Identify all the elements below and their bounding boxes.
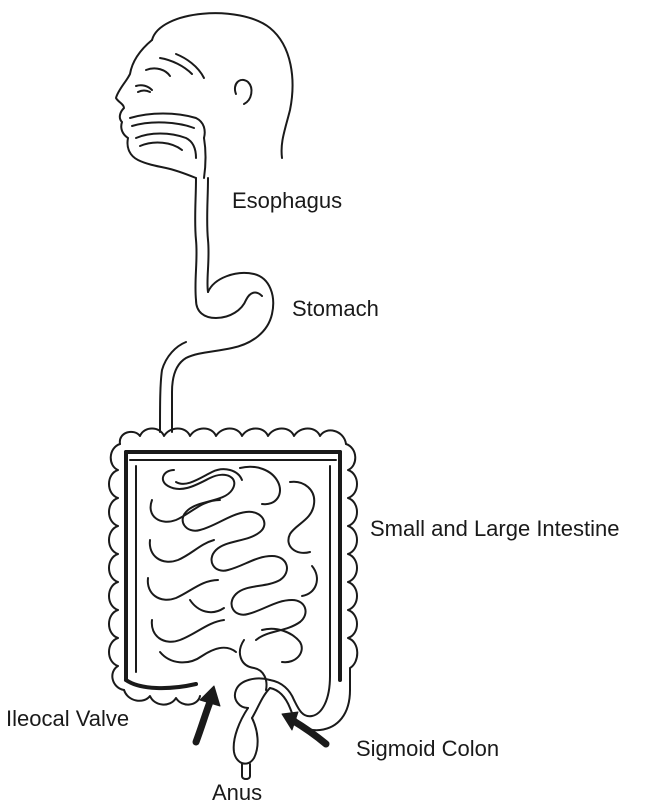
stomach (160, 273, 273, 432)
small-intestine (148, 467, 317, 690)
rectum (234, 678, 270, 779)
ileocal-valve-label: Ileocal Valve (6, 708, 129, 730)
head (116, 13, 293, 178)
intestine-label: Small and Large Intestine (370, 518, 620, 540)
sigmoid-colon-arrow (282, 712, 326, 744)
large-intestine (109, 429, 357, 731)
esophagus (195, 178, 208, 300)
esophagus-label: Esophagus (232, 190, 342, 212)
stomach-label: Stomach (292, 298, 379, 320)
ileocal-valve-arrow (196, 686, 220, 742)
sigmoid-colon-label: Sigmoid Colon (356, 738, 499, 760)
anus-label: Anus (212, 782, 262, 804)
